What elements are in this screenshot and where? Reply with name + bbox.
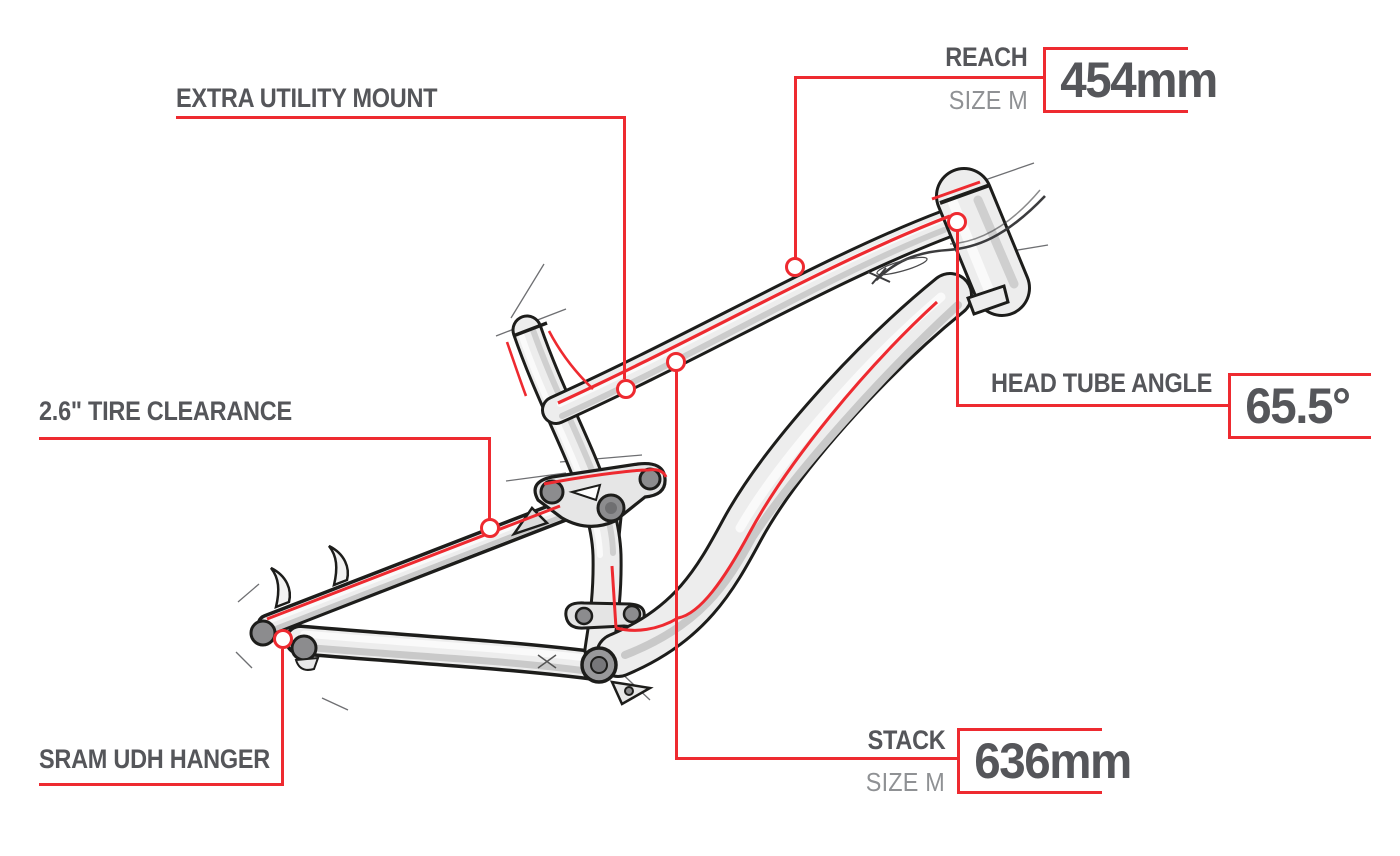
chain-stay <box>284 624 606 681</box>
head-tube-angle-leader-line <box>958 404 1228 407</box>
extra-utility-mount-label: EXTRA UTILITY MOUNT <box>176 83 438 113</box>
head-tube-angle-label: HEAD TUBE ANGLE <box>991 368 1212 398</box>
stack-leader-line <box>677 757 957 760</box>
derailleur-hanger-tab <box>294 656 320 671</box>
lower-link <box>564 601 646 630</box>
stack-value-box: 636mm <box>957 728 1132 794</box>
stack-value: 636mm <box>974 733 1132 789</box>
head-tube-angle-leader-line <box>956 230 959 407</box>
reach-value: 454mm <box>1060 52 1218 108</box>
head-tube-angle-marker <box>947 212 967 232</box>
tire-clearance-leader-line <box>488 437 491 519</box>
top-tube <box>541 209 961 425</box>
stack-leader-line <box>675 371 678 760</box>
red-accent-lines <box>266 180 981 632</box>
pivot-bolt <box>574 606 594 626</box>
udh-hanger-label: SRAM UDH HANGER <box>39 744 270 774</box>
pivot-bolt <box>638 467 662 491</box>
head-tube-angle-value: 65.5° <box>1245 378 1351 434</box>
reach-value-box: 454mm <box>1043 47 1218 113</box>
extra-utility-mount-leader-line <box>176 116 626 119</box>
bottom-bracket <box>580 646 654 706</box>
seat-stay-horn <box>327 544 349 588</box>
reach-leader-line <box>794 76 797 259</box>
extra-utility-mount-marker <box>616 379 636 399</box>
tire-clearance-label: 2.6" TIRE CLEARANCE <box>39 396 292 426</box>
stack-size-label: SIZE M <box>865 767 945 797</box>
tire-clearance-marker <box>480 518 500 538</box>
extra-utility-mount-leader-line <box>623 116 626 379</box>
rear-dropout <box>249 619 320 671</box>
stack-marker <box>666 352 686 372</box>
reach-size-label: SIZE M <box>948 85 1028 115</box>
stack-label: STACK <box>867 725 945 755</box>
head-tube-angle-value-box: 65.5° <box>1228 373 1371 439</box>
udh-hanger-leader-line <box>281 649 284 786</box>
seat-stay-horn <box>269 566 291 610</box>
udh-hanger-marker <box>273 629 293 649</box>
reach-label: REACH <box>945 42 1028 72</box>
udh-hanger-leader-line <box>39 783 284 786</box>
pivot-bolt <box>622 604 642 624</box>
reach-leader-line <box>795 76 1043 79</box>
head-tube-chin <box>966 284 1010 316</box>
reach-marker <box>785 257 805 277</box>
tire-clearance-leader-line <box>39 437 491 440</box>
